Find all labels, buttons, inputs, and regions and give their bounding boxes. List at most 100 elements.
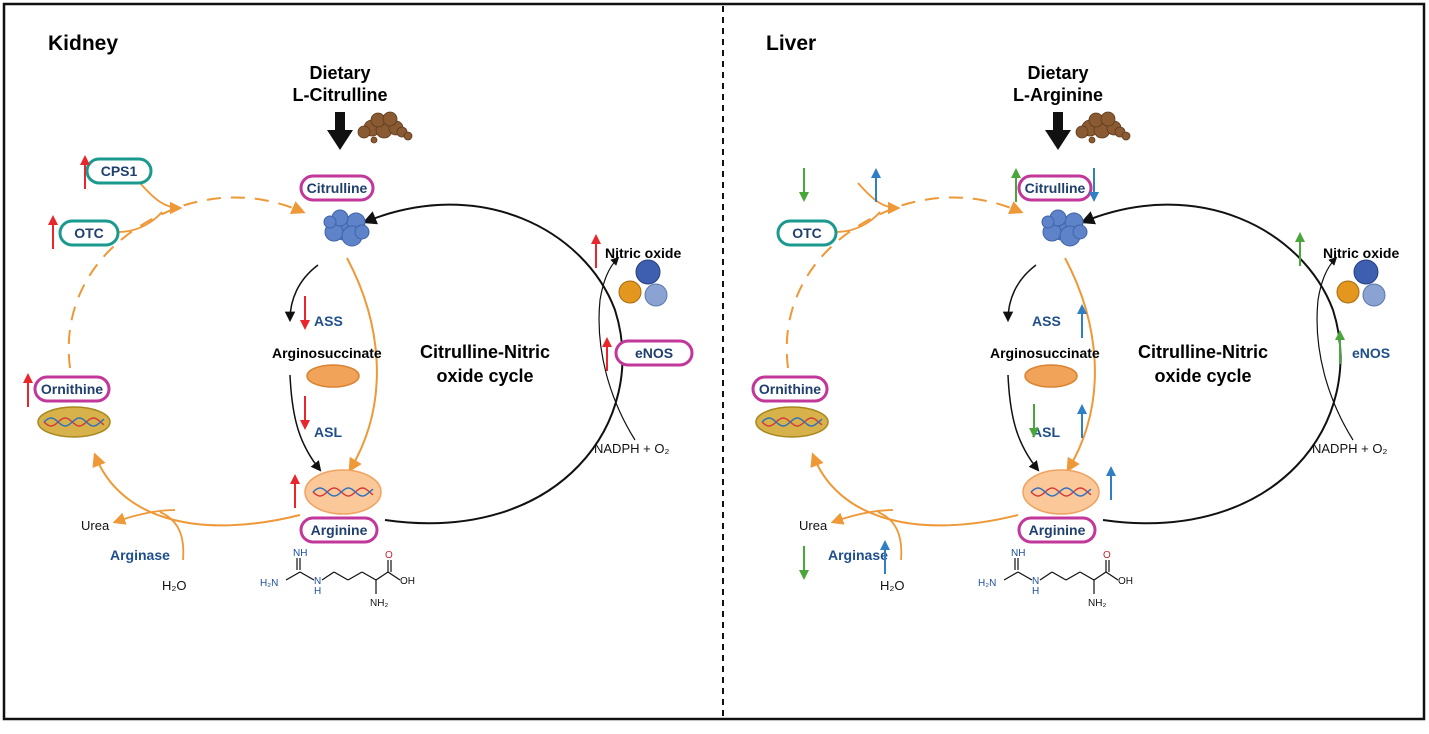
liver-ornithine-label: Ornithine [759, 381, 821, 397]
liver-otc-up-arrow-head [871, 168, 881, 178]
kidney-nitric-oxide-up-arrow [591, 234, 601, 268]
liver-cycle-arc [1080, 203, 1342, 525]
liver-arginine-structure-bond-7 [1079, 571, 1095, 581]
kidney-otc-box [58, 219, 120, 247]
liver-citrulline-box [1017, 174, 1093, 202]
kidney-dietary-line1: Dietary [309, 63, 370, 83]
kidney-citrulline-label: Citrulline [307, 180, 368, 196]
kidney-asl-label: ASL [314, 424, 342, 440]
liver-cycle-line1: Citrulline-Nitric [1138, 342, 1268, 362]
liver-enos-up-arrow-head [1335, 330, 1345, 340]
liver-nadph-branch [1316, 256, 1354, 441]
kidney-title: Kidney [48, 32, 118, 55]
kidney-arginine-structure-bond-3 [299, 571, 315, 581]
kidney-arginine-structure-oh-label: OH [400, 576, 415, 587]
liver-citrulline-down-arrow-head [1089, 192, 1099, 202]
liver-dietary-arrow-head [1045, 130, 1071, 150]
kidney-arginine-structure-bond-6 [347, 571, 363, 581]
kidney-arginine-label: Arginine [311, 522, 368, 538]
liver-arginine-structure-bond-9 [1093, 571, 1107, 581]
kidney-ornithine-dna-icon [43, 417, 105, 427]
liver-ornithine-dna-icon-strand-a [761, 417, 823, 427]
liver-arginine-label: Arginine [1029, 522, 1086, 538]
liver-nadph-label: NADPH + O₂ [1312, 441, 1387, 456]
liver-arginine-structure-o-label: O [1103, 550, 1111, 561]
kidney-nadph-branch [598, 256, 636, 441]
kidney-arginine-structure-bond-7 [361, 571, 377, 581]
kidney-nitric-oxide-molecule-icon [618, 259, 668, 307]
liver-otc-label: OTC [792, 225, 822, 241]
liver-ass-arrow [1002, 264, 1037, 323]
liver-nitric-oxide-label: Nitric oxide [1323, 245, 1399, 261]
kidney-arginine-dna-icon [312, 487, 374, 497]
liver-arginine-structure-oh-label: OH [1118, 576, 1133, 587]
kidney-urea-label: Urea [81, 518, 110, 533]
liver-urea-branch [830, 509, 894, 525]
kidney-nadph-label: NADPH + O₂ [594, 441, 669, 456]
kidney-citrulline-protein-icon-lobe-5 [354, 224, 370, 240]
kidney-otc-up-arrow-head [48, 215, 58, 225]
kidney-ass-label: ASS [314, 313, 343, 329]
kidney-ornithine-dna-icon-strand-b [43, 417, 105, 427]
liver-dietary-line1: Dietary [1027, 63, 1088, 83]
liver-arginase-arc [810, 452, 1019, 527]
liver-no-atom-n [1353, 259, 1379, 285]
liver-citrulline-down-arrow [1089, 168, 1099, 202]
liver-food-icon-piece-6 [1075, 125, 1089, 139]
kidney-arginine-structure-nh-label: NH [293, 548, 307, 559]
liver-water-branch [877, 511, 903, 561]
kidney-water-label: H₂O [162, 578, 187, 593]
kidney-arginine-up-arrow-head [290, 474, 300, 484]
liver-arginine-dna-icon-strand-a [1030, 487, 1092, 497]
kidney-ornithine-dna-icon-strand-a [43, 417, 105, 427]
kidney-food-icon [357, 111, 413, 144]
kidney-ornithine-label: Ornithine [41, 381, 103, 397]
liver-nitric-oxide-up-arrow-head [1295, 232, 1305, 242]
liver-title: Liver [766, 32, 816, 55]
liver-dietary-arrow-shaft [1053, 112, 1063, 134]
liver-citrulline-up-arrow [1011, 168, 1021, 202]
liver-nitric-oxide-molecule-icon [1336, 259, 1386, 307]
liver-arginine-structure-bond-5 [1051, 571, 1067, 581]
kidney-citrulline-arginine-orange [346, 257, 378, 473]
liver-arginine-structure-bond-6 [1065, 571, 1081, 581]
liver-arginine-structure-n-label: N [1032, 576, 1039, 587]
kidney-enos-box [614, 339, 694, 367]
liver-arginase-down-arrow-head [799, 570, 809, 580]
kidney-ass-down-arrow-head [300, 320, 310, 330]
liver-food-icon-piece-8 [1088, 136, 1096, 144]
liver-arginine-protein-icon [1022, 469, 1100, 515]
kidney-arginine-structure-bond-4 [321, 571, 335, 581]
liver-ass-up-arrow [1077, 304, 1087, 338]
kidney-arginine-structure-bond-5 [333, 571, 349, 581]
liver-ornithine-protein-icon [755, 406, 829, 438]
kidney-asl-down-arrow [300, 396, 310, 430]
liver-asl-down-arrow [1029, 404, 1039, 438]
liver-food-icon-piece-4 [1100, 111, 1116, 127]
liver-cycle-line2: oxide cycle [1154, 366, 1251, 386]
kidney-cps1-up-arrow-head [80, 155, 90, 165]
liver-otc-feed [835, 211, 881, 233]
kidney-panel: KidneyDietaryL-CitrullineCitrullineArgin… [23, 32, 694, 609]
kidney-cps1-box [85, 157, 153, 185]
liver-asl-arrow [1007, 374, 1040, 472]
kidney-ornithine-protein-icon [37, 406, 111, 438]
kidney-cps1-label: CPS1 [101, 163, 138, 179]
liver-citrulline-label: Citrulline [1025, 180, 1086, 196]
liver-ornithine-dna-icon-strand-b [761, 417, 823, 427]
kidney-arginine-up-arrow [290, 474, 300, 508]
liver-otc-box [776, 219, 838, 247]
liver-food-icon-piece-7 [1121, 131, 1131, 141]
liver-otc-down-arrow-head [799, 192, 809, 202]
kidney-food-icon-piece-4 [382, 111, 398, 127]
kidney-no-atom-o [618, 280, 642, 304]
kidney-arginine-structure-bond-12 [387, 571, 401, 581]
liver-arginine-box [1017, 516, 1097, 544]
kidney-ass-arrow [284, 264, 319, 323]
kidney-arginine-structure-bond-2 [285, 571, 301, 581]
kidney-no-atom-h [644, 283, 668, 307]
liver-arginase-down-arrow [799, 546, 809, 580]
